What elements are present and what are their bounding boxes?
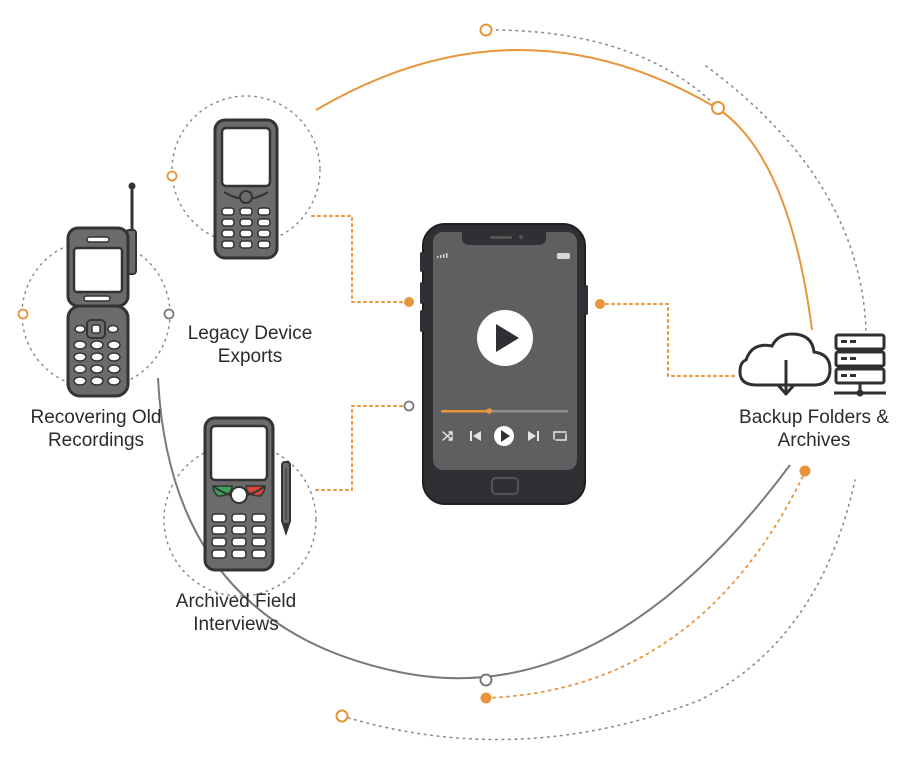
stylus-phone-icon (203, 416, 291, 572)
connectors (311, 215, 737, 491)
previous-icon[interactable] (470, 431, 481, 441)
orbit-node (335, 709, 349, 723)
backup-archives-label: Backup Folders & Archives (728, 406, 900, 452)
signal-icon (437, 253, 448, 258)
top-dotted-arc (489, 29, 719, 109)
legacy-ring (171, 95, 321, 245)
backup-archives-line2: Archives (777, 430, 851, 451)
recovering-recordings-label: Recovering Old Recordings (18, 406, 174, 452)
cloud-download-icon (738, 332, 832, 396)
recovering-recordings-line1: Recovering Old (30, 407, 162, 428)
connector-backup (599, 303, 737, 377)
legacy-exports-line1: Legacy Device (187, 323, 313, 344)
archived-interviews-line1: Archived Field (175, 591, 297, 612)
right-dotted-arc-outer (705, 65, 867, 331)
orbit-node (479, 673, 493, 687)
legacy-exports-line2: Exports (217, 346, 283, 367)
legacy-ring-node (166, 170, 178, 182)
connector-node (404, 297, 414, 307)
connector-node (403, 400, 415, 412)
progress-fill (441, 410, 490, 413)
smartphone-media-player-icon (420, 223, 588, 505)
connector-legacy (311, 215, 410, 303)
play-icon[interactable] (494, 426, 514, 446)
connector-node (595, 299, 605, 309)
orbit-node (711, 101, 725, 115)
repeat-icon[interactable] (553, 431, 567, 441)
orbit-node (480, 692, 492, 704)
recovering-ring-node (163, 308, 175, 320)
battery-icon (557, 253, 570, 259)
candybar-phone-icon (213, 118, 279, 260)
stylus-icon (281, 461, 291, 536)
recovering-recordings-line2: Recordings (47, 430, 145, 451)
orbit-node (799, 465, 811, 477)
backup-archives-line1: Backup Folders & (739, 407, 889, 428)
server-rack-icon (834, 333, 886, 397)
connector-archived (315, 405, 410, 491)
flip-phone-icon (66, 182, 137, 398)
bottom-dotted-arc (341, 479, 856, 741)
orange-dotted-arc (485, 471, 806, 699)
progress-knob[interactable] (486, 408, 493, 414)
orbit-nodes (335, 23, 811, 723)
gray-orbit-arc (157, 377, 791, 680)
orange-orbit-arc (315, 49, 813, 331)
legacy-exports-label: Legacy Device Exports (178, 322, 322, 368)
shuffle-icon[interactable] (442, 431, 453, 441)
recovering-ring-node (17, 308, 29, 320)
orbit-arcs (157, 29, 867, 741)
archived-interviews-label: Archived Field Interviews (164, 590, 308, 636)
home-button[interactable] (491, 477, 519, 495)
next-icon[interactable] (528, 431, 539, 441)
orbit-node (479, 23, 493, 37)
archived-interviews-line2: Interviews (193, 614, 279, 635)
